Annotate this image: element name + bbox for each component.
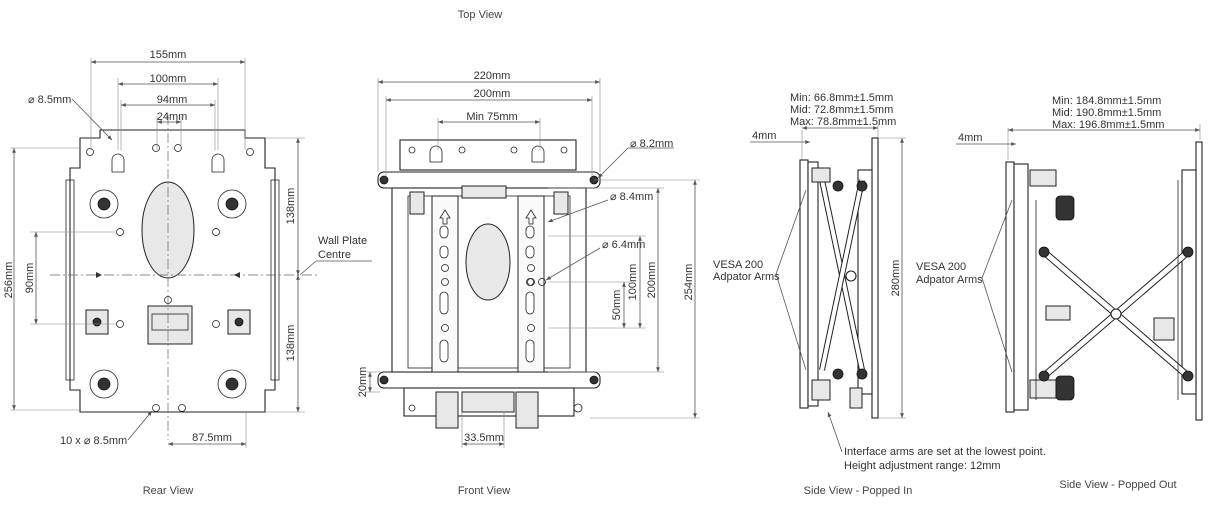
side-in-arms-label: Adpator Arms: [713, 271, 780, 283]
rear-dim-94: 94mm: [157, 94, 188, 106]
side-popped-out-title: Side View - Popped Out: [1059, 479, 1176, 491]
front-dim-50: 50mm: [611, 290, 623, 321]
rear-dim-24: 24mm: [157, 111, 188, 123]
side-in-min: Min: 66.8mm±1.5mm: [790, 92, 893, 104]
front-view-title: Front View: [458, 485, 510, 497]
side-out-vesa-label: VESA 200: [916, 261, 966, 273]
wall-plate-label: Wall Plate: [318, 235, 367, 247]
side-in-dim-280: 280mm: [890, 260, 902, 297]
rear-hole-diameter: ⌀ 8.5mm: [28, 94, 71, 106]
side-in-max: Max: 78.8mm±1.5mm: [790, 116, 896, 128]
side-out-4mm: 4mm: [958, 132, 982, 144]
front-dim-220: 220mm: [474, 70, 511, 82]
top-view-title: Top View: [458, 9, 502, 21]
front-dim-100: 100mm: [627, 264, 639, 301]
rear-view-title: Rear View: [143, 485, 194, 497]
rear-dim-100: 100mm: [150, 73, 187, 85]
rear-dim-90: 90mm: [24, 263, 36, 294]
front-dim-33-5: 33.5mm: [464, 432, 504, 444]
side-out-mid: Mid: 190.8mm±1.5mm: [1052, 107, 1161, 119]
side-view-popped-in: Min: 66.8mm±1.5mm Mid: 72.8mm±1.5mm Max:…: [713, 92, 1046, 472]
rear-holes-count: 10 x ⌀ 8.5mm: [60, 435, 127, 447]
wall-plate-centre-label: Centre: [318, 249, 351, 261]
front-dim-dia-6-4: ⌀ 6.4mm: [602, 239, 645, 251]
rear-dim-155: 155mm: [150, 49, 187, 61]
front-view: 220mm 200mm Min 75mm ⌀ 8.2mm ⌀ 8.4mm ⌀ 6…: [357, 70, 700, 448]
front-dim-20: 20mm: [357, 367, 369, 398]
rear-dim-138-top: 138mm: [285, 188, 297, 225]
side-in-4mm: 4mm: [752, 130, 776, 142]
rear-dim-87-5: 87.5mm: [192, 432, 232, 444]
side-in-mid: Mid: 72.8mm±1.5mm: [790, 104, 893, 116]
rear-dim-256: 256mm: [3, 262, 15, 299]
interface-arms-note: Interface arms are set at the lowest poi…: [844, 446, 1046, 458]
front-dim-dia-8-2: ⌀ 8.2mm: [630, 138, 673, 150]
side-out-min: Min: 184.8mm±1.5mm: [1052, 95, 1161, 107]
front-dim-200: 200mm: [474, 88, 511, 100]
front-dim-200-vertical: 200mm: [646, 262, 658, 299]
side-popped-in-title: Side View - Popped In: [804, 485, 913, 497]
front-dim-dia-8-4: ⌀ 8.4mm: [610, 191, 653, 203]
side-out-arms-label: Adpator Arms: [916, 274, 983, 286]
rear-dim-138-bottom: 138mm: [285, 325, 297, 362]
front-dim-min-75: Min 75mm: [466, 111, 517, 123]
rear-view: 155mm 100mm 94mm 24mm ⌀ 8.5mm 256mm 90mm…: [3, 49, 372, 448]
height-adjustment-note: Height adjustment range: 12mm: [844, 460, 1001, 472]
side-in-vesa-label: VESA 200: [713, 259, 763, 271]
front-dim-254: 254mm: [683, 264, 695, 301]
side-view-popped-out: Min: 184.8mm±1.5mm Mid: 190.8mm±1.5mm Ma…: [916, 95, 1203, 421]
side-out-max: Max: 196.8mm±1.5mm: [1052, 119, 1164, 131]
